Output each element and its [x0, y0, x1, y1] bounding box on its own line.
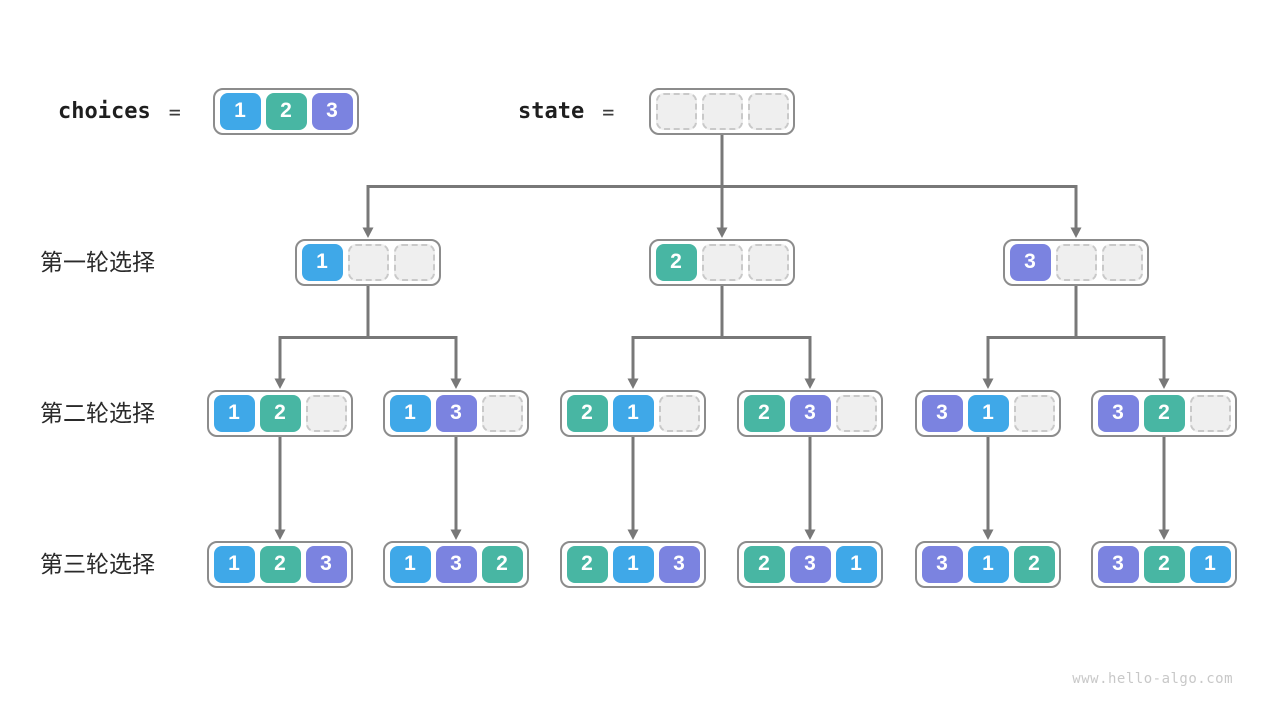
array-node-n2: 2 [649, 238, 795, 286]
array-cell-3: 3 [311, 92, 353, 130]
array-cell-1: 1 [301, 243, 343, 281]
array-cell-3: 3 [1009, 243, 1051, 281]
array-cell-empty [1013, 394, 1055, 432]
array-cell-3: 3 [921, 545, 963, 583]
array-cell-2: 2 [259, 394, 301, 432]
array-cell-2: 2 [743, 545, 785, 583]
array-cell-1: 1 [612, 394, 654, 432]
array-cell-empty [481, 394, 523, 432]
array-node-state [649, 87, 795, 135]
array-cell-empty [658, 394, 700, 432]
array-cell-3: 3 [789, 394, 831, 432]
array-cell-1: 1 [219, 92, 261, 130]
choices-label: choices [58, 99, 151, 124]
state-label: state [518, 99, 585, 124]
array-node-n1: 1 [295, 238, 441, 286]
array-cell-3: 3 [435, 394, 477, 432]
equals-sign: = [602, 99, 615, 124]
state-equation: state = [518, 88, 614, 135]
array-cell-3: 3 [658, 545, 700, 583]
array-cell-empty [655, 92, 697, 130]
array-cell-1: 1 [1189, 545, 1231, 583]
array-cell-2: 2 [1143, 545, 1185, 583]
array-cell-3: 3 [305, 545, 347, 583]
array-cell-2: 2 [265, 92, 307, 130]
array-cell-1: 1 [389, 394, 431, 432]
array-cell-1: 1 [213, 545, 255, 583]
watermark: www.hello-algo.com [1072, 671, 1233, 687]
array-cell-1: 1 [967, 545, 1009, 583]
array-cell-empty [1189, 394, 1231, 432]
array-cell-3: 3 [921, 394, 963, 432]
array-cell-empty [1055, 243, 1097, 281]
array-cell-1: 1 [835, 545, 877, 583]
array-cell-2: 2 [566, 545, 608, 583]
array-cell-empty [1101, 243, 1143, 281]
array-cell-1: 1 [612, 545, 654, 583]
array-cell-3: 3 [789, 545, 831, 583]
array-cell-3: 3 [1097, 545, 1139, 583]
array-cell-2: 2 [1013, 545, 1055, 583]
array-cell-2: 2 [566, 394, 608, 432]
array-cell-empty [393, 243, 435, 281]
array-cell-1: 1 [213, 394, 255, 432]
equals-sign: = [168, 99, 181, 124]
array-cell-empty [701, 243, 743, 281]
array-cell-empty [347, 243, 389, 281]
array-cell-empty [835, 394, 877, 432]
row-label-round-3: 第三轮选择 [40, 551, 155, 577]
array-cell-1: 1 [389, 545, 431, 583]
array-cell-empty [747, 92, 789, 130]
array-cell-empty [747, 243, 789, 281]
array-node-n3: 3 [1003, 238, 1149, 286]
array-cell-2: 2 [743, 394, 785, 432]
array-cell-3: 3 [435, 545, 477, 583]
array-cell-2: 2 [481, 545, 523, 583]
array-cell-2: 2 [259, 545, 301, 583]
array-cell-2: 2 [1143, 394, 1185, 432]
array-cell-empty [701, 92, 743, 130]
array-cell-2: 2 [655, 243, 697, 281]
row-label-round-2: 第二轮选择 [40, 400, 155, 426]
array-cell-empty [305, 394, 347, 432]
choices-equation: choices = [58, 88, 181, 135]
array-cell-1: 1 [967, 394, 1009, 432]
array-cell-3: 3 [1097, 394, 1139, 432]
row-label-round-1: 第一轮选择 [40, 249, 155, 275]
